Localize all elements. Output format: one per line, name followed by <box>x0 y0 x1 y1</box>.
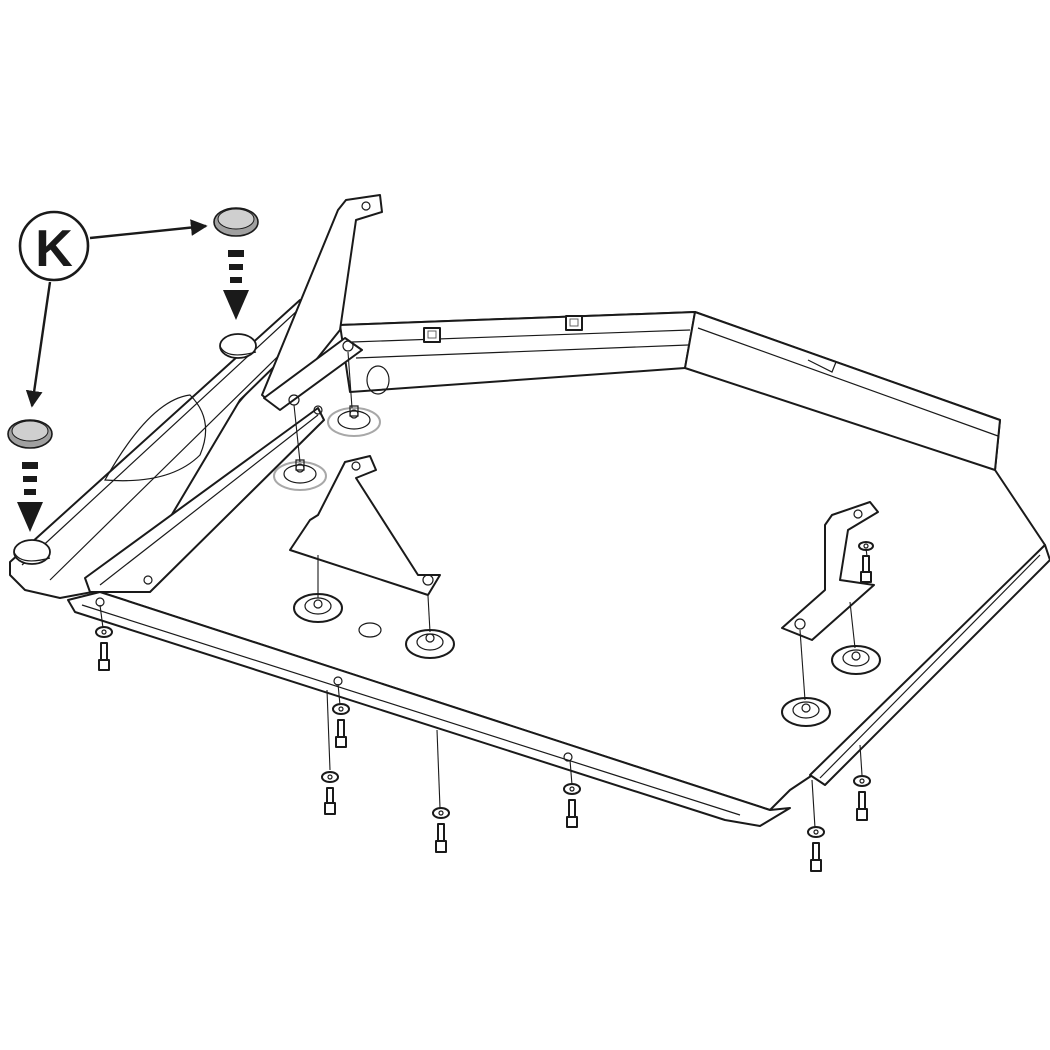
bolt-icon <box>335 719 347 748</box>
installed-plug-icon <box>219 333 257 359</box>
dashed-down-arrow-icon <box>17 462 43 532</box>
bolt-icon <box>435 823 447 853</box>
washer-icon <box>853 775 871 787</box>
washer-icon <box>405 629 455 659</box>
washer-icon <box>563 783 581 795</box>
bolt-icon <box>566 799 578 828</box>
panel-washers <box>273 351 881 727</box>
washer-icon <box>858 541 874 551</box>
fastener-set <box>95 541 874 872</box>
right-mounting-bracket <box>781 501 879 641</box>
plug-lower <box>7 419 53 565</box>
bolt-icon <box>856 791 868 821</box>
washer-icon <box>293 593 343 623</box>
callout-k: K <box>18 210 208 408</box>
bolt-icon <box>324 787 336 815</box>
washer-icon <box>321 771 339 783</box>
grommet-plug-icon <box>213 207 259 237</box>
washer-icon <box>332 703 350 715</box>
center-triangle-bracket <box>289 455 441 596</box>
tall-mounting-bracket <box>261 194 383 411</box>
washer-icon <box>781 697 831 727</box>
bolt-icon <box>98 642 110 671</box>
bolt-icon <box>860 555 872 583</box>
callout-label: K <box>35 220 73 278</box>
washer-icon <box>831 645 881 675</box>
washer-icon <box>327 407 381 437</box>
installed-plug-icon <box>13 539 51 565</box>
dashed-down-arrow-icon <box>223 250 249 320</box>
plug-upper <box>213 207 259 359</box>
washer-icon <box>807 826 825 838</box>
grommet-plug-icon <box>7 419 53 449</box>
washer-icon <box>432 807 450 819</box>
left-side-rail <box>9 299 325 599</box>
washer-icon <box>95 626 113 638</box>
bolt-icon <box>810 842 822 872</box>
